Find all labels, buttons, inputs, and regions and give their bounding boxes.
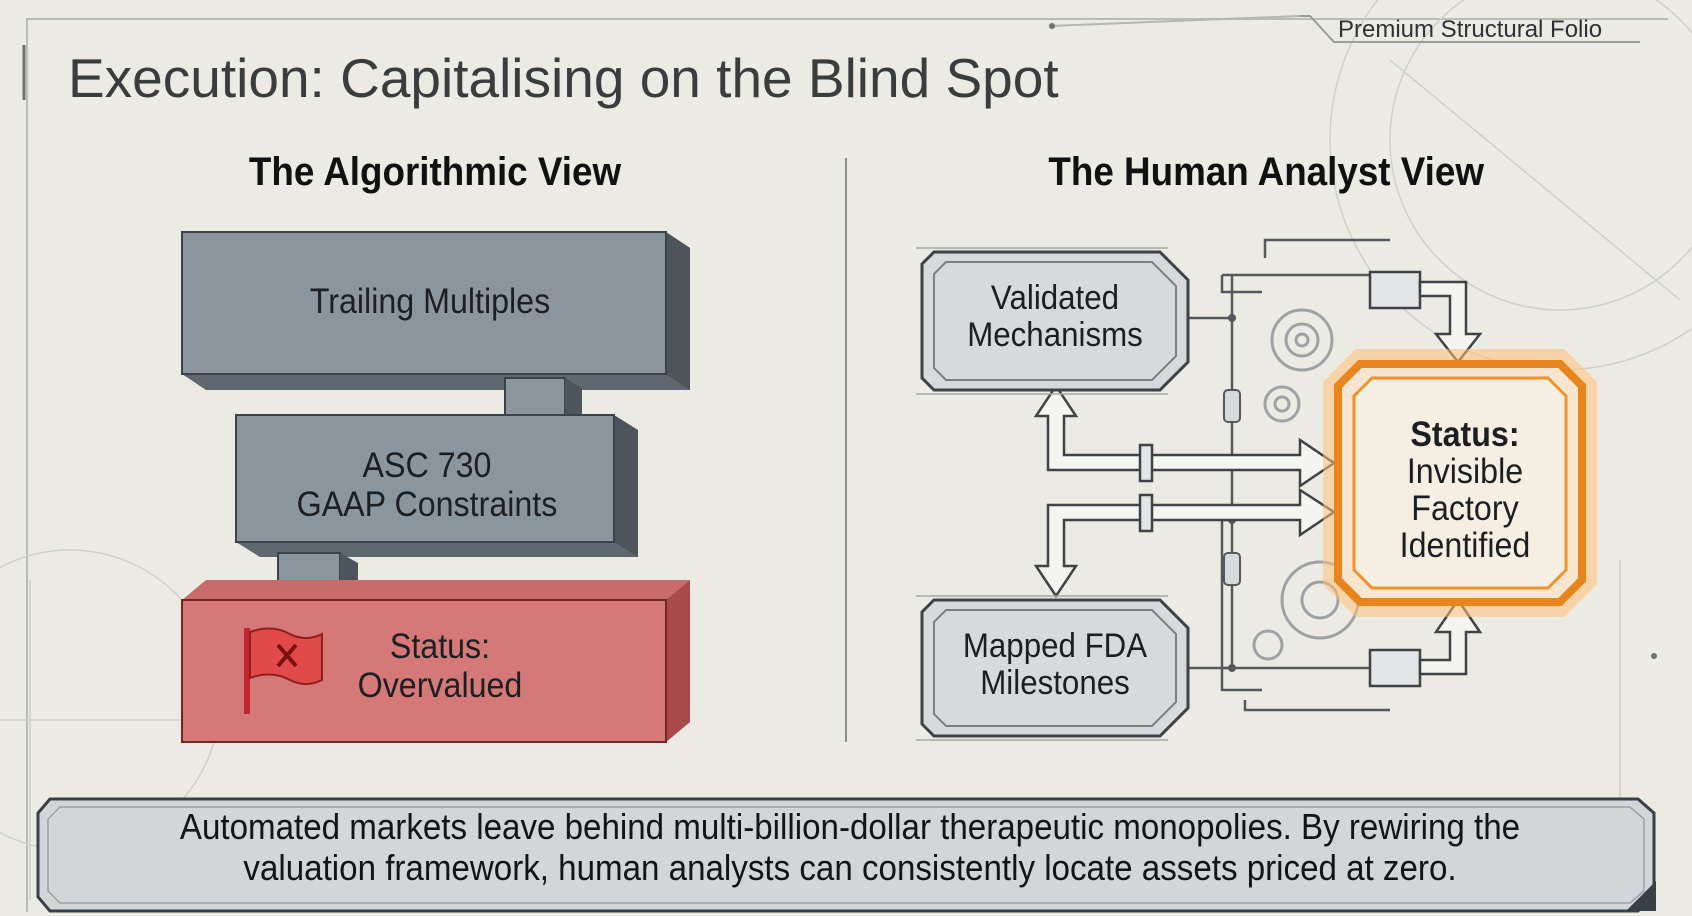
resistor-icon: [1223, 389, 1241, 586]
mapped-fda-milestones-label: Mapped FDA Milestones: [962, 626, 1148, 702]
brand-label: Premium Structural Folio: [1338, 16, 1603, 43]
mapped-fda-milestones-node: [916, 595, 1190, 741]
brand-tab: Premium Structural Folio: [1300, 12, 1668, 46]
human-analyst-view-heading: The Human Analyst View: [1048, 150, 1484, 194]
panel-divider: [845, 158, 847, 742]
trailing-multiples-block: [181, 231, 690, 390]
slide-frame: [26, 18, 1668, 912]
validated-mechanisms-node: [916, 247, 1190, 395]
invisible-factory-label: Status: Invisible Factory Identified: [1399, 414, 1531, 566]
page-title: Execution: Capitalising on the Blind Spo…: [68, 47, 1059, 109]
arrow-icon: [1033, 383, 1337, 599]
invisible-factory-status-node: [1323, 349, 1597, 617]
trailing-multiples-label: Trailing Multiples: [309, 282, 551, 322]
caption-text: Automated markets leave behind multi-bil…: [179, 806, 1521, 889]
caption-banner: [36, 797, 1656, 913]
stack-connector: [504, 377, 582, 419]
brand-tab-outline: [1300, 15, 1640, 43]
overvalued-status-block: [181, 580, 690, 743]
validated-mechanisms-label: Validated Mechanisms: [967, 278, 1143, 354]
brand-rule: [1049, 15, 1301, 29]
red-flag-icon: [244, 627, 323, 714]
overvalued-label: Status: Overvalued: [357, 626, 523, 705]
asc-730-label: ASC 730 GAAP Constraints: [296, 445, 558, 524]
algorithmic-view-heading: The Algorithmic View: [248, 150, 622, 194]
